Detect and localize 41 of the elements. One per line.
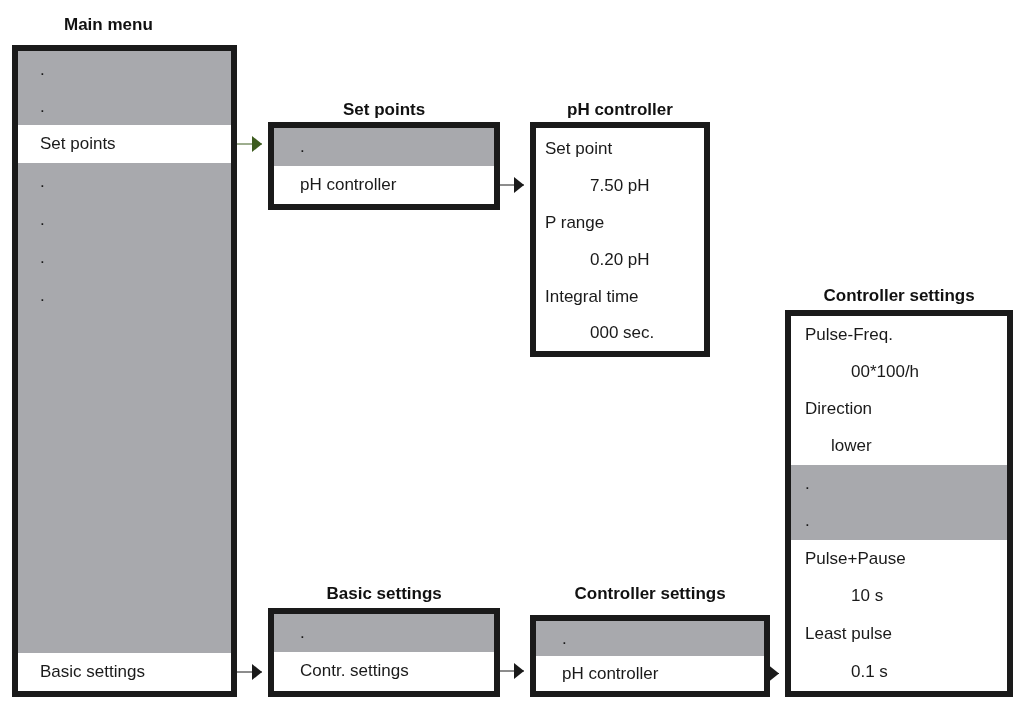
menu-item: . (562, 628, 567, 649)
arrow (236, 664, 263, 680)
arrow (236, 136, 263, 152)
menu-item: 10 s (851, 586, 884, 606)
menu-item: pH controller (300, 175, 397, 195)
menu-item: . (40, 59, 45, 80)
menu-item: . (300, 137, 305, 157)
menu-title: Controller settings (823, 286, 975, 306)
menu-item: 00*100/h (851, 361, 920, 382)
menu-item: Set point (545, 138, 613, 159)
menu-item: 7.50 pH (590, 175, 650, 196)
arrow (769, 665, 780, 682)
menu-item: . (40, 210, 45, 230)
menu-item: Pulse+Pause (805, 548, 906, 569)
menu-title: Basic settings (326, 584, 442, 604)
menu-item: pH controller (562, 663, 659, 684)
menu-item: Least pulse (805, 624, 892, 644)
menu-item: Direction (805, 398, 873, 419)
menu-item: Basic settings (40, 662, 145, 682)
menu-item: Set points (40, 134, 116, 154)
menu-item: . (300, 623, 305, 643)
arrow (499, 177, 525, 193)
menu-item: 000 sec. (590, 323, 655, 343)
menu-title: Set points (343, 100, 426, 120)
menu-item: . (805, 511, 810, 531)
menu-title: Main menu (64, 15, 153, 35)
menu-title: pH controller (567, 100, 673, 120)
menu-item: Contr. settings (300, 661, 409, 681)
menu-item: Integral time (545, 286, 639, 307)
arrow (499, 663, 525, 679)
menu-item: Pulse-Freq. (805, 324, 893, 345)
menu-item: 0.1 s (851, 662, 888, 682)
menu-item: . (40, 248, 45, 268)
menu-item: . (40, 172, 45, 192)
menu-item: 0.20 pH (590, 249, 650, 270)
menu-item: . (40, 286, 45, 306)
menu-item: lower (831, 436, 872, 456)
menu-title: Controller settings (574, 584, 726, 604)
menu-item: . (40, 96, 45, 117)
menu-item: . (805, 473, 810, 494)
menu-item: P range (545, 212, 605, 233)
